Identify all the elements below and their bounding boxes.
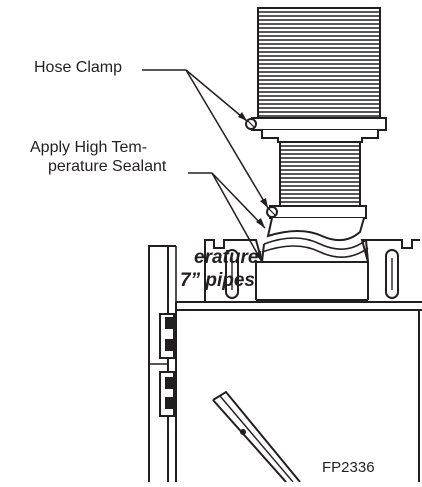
- hose-clamp-label: Hose Clamp: [34, 59, 123, 76]
- appliance-body: [175, 310, 420, 482]
- arrowhead: [238, 112, 247, 121]
- left-slot: [225, 249, 239, 299]
- hose-clamp-leaders: [142, 69, 269, 209]
- lower-hose-clamp: [266, 205, 367, 219]
- pipe-coupling: [261, 130, 379, 143]
- upper-hose-clamp: [245, 117, 387, 131]
- internal-baffle: [212, 390, 301, 483]
- flue-outlet-housing: [204, 239, 420, 301]
- lower-flex-pipe: [279, 141, 361, 207]
- left-frame-rail: [148, 245, 177, 482]
- arrowhead: [255, 251, 262, 262]
- upper-flex-pipe: [257, 7, 381, 121]
- side-note-line2: 7” pipes: [180, 270, 255, 291]
- side-note-line1: erature: [194, 247, 259, 268]
- sealant-label-line2: perature Sealant: [48, 158, 167, 175]
- arrowhead: [260, 198, 268, 208]
- sealant-label-line1: Apply High Tem-: [30, 139, 148, 156]
- arrowhead: [256, 218, 265, 228]
- figure-code: FP2336: [322, 459, 375, 476]
- appliance-top-plate: [175, 272, 422, 311]
- appliance-collar: [261, 217, 369, 263]
- right-slot: [385, 249, 399, 299]
- sealant-leaders: [188, 172, 266, 263]
